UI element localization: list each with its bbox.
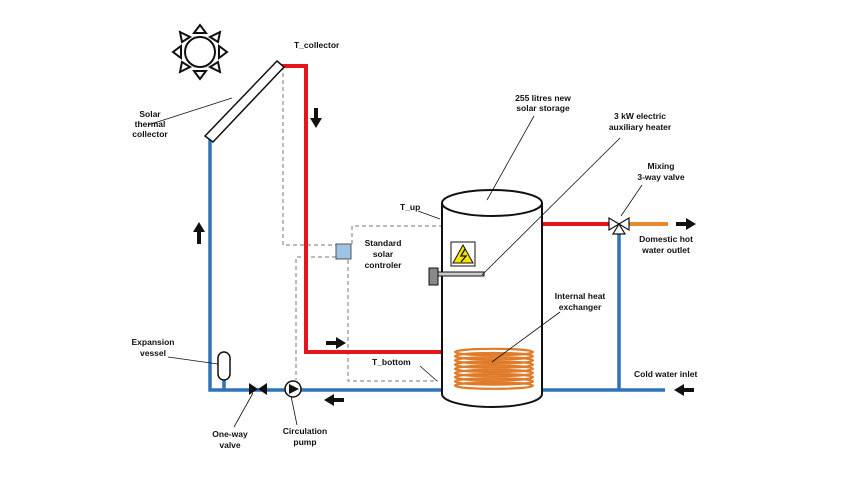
collector-label-3: collector [132, 129, 168, 139]
domestic-hot-label-1: Domestic hot [639, 234, 693, 244]
coil-loop [453, 372, 535, 382]
storage-label-1: 255 litres new [515, 93, 571, 103]
coil-loop [453, 360, 535, 369]
coil-loop [453, 351, 535, 361]
coil-loop [453, 356, 535, 365]
pump-label-1: Circulation [283, 426, 327, 436]
leader-lines [147, 97, 643, 428]
collector-label-1: Solar [139, 109, 161, 119]
expansion-vessel [217, 351, 231, 381]
heat-exchanger-label-1: Internal heat [555, 291, 606, 301]
arrow-down-icon [310, 108, 322, 128]
t-up-label: T_up [400, 202, 420, 212]
expansion-label-2: vessel [140, 348, 166, 358]
cold-pipes [208, 138, 665, 392]
collector-label-2: thermal [135, 119, 166, 129]
coil-loop [453, 347, 535, 357]
arrow-right-icon [676, 218, 696, 230]
arrow-right-icon [326, 337, 346, 349]
flow-arrows [193, 108, 696, 406]
heater-label-2: auxiliary heater [609, 122, 672, 132]
t-bottom-label: T_bottom [372, 357, 411, 367]
one-way-valve-label-1: One-way [212, 429, 248, 439]
sun-icon [171, 23, 229, 81]
mixing-valve-icon [608, 216, 630, 235]
solar-controller-box [335, 243, 352, 260]
pump-icon [284, 380, 302, 398]
expansion-label-1: Expansion [132, 337, 175, 347]
controller-label-3: controler [365, 260, 403, 270]
heat-exchanger-coil [453, 347, 535, 390]
domestic-hot-label-2: water outlet [641, 245, 690, 255]
hot-pipes [279, 64, 611, 354]
arrow-left-icon [674, 384, 694, 396]
controller-label-1: Standard [365, 238, 402, 248]
arrow-up-icon [193, 222, 205, 244]
coil-loop [453, 377, 535, 386]
t-collector-label: T_collector [294, 40, 340, 50]
labels: T_collector Solar thermal collector 255 … [132, 40, 698, 450]
coil-loop [453, 368, 535, 378]
high-voltage-icon [450, 241, 476, 267]
one-way-valve-label-2: valve [219, 440, 241, 450]
control-wiring [282, 66, 441, 382]
mixing-valve-label-1: Mixing [648, 161, 675, 171]
solar-collector [203, 59, 286, 144]
valve-icon [249, 383, 267, 395]
electric-heater [428, 267, 485, 286]
coil-loop [453, 364, 535, 374]
cold-inlet-label: Cold water inlet [634, 369, 697, 379]
controller-label-2: solar [373, 249, 394, 259]
arrow-left-icon [324, 394, 344, 406]
heater-label-1: 3 kW electric [614, 111, 666, 121]
mixing-valve-label-2: 3-way valve [637, 172, 685, 182]
heat-exchanger-label-2: exchanger [559, 302, 602, 312]
pump-label-2: pump [293, 437, 316, 447]
coil-loop [453, 381, 535, 390]
storage-label-2: solar storage [516, 103, 570, 113]
